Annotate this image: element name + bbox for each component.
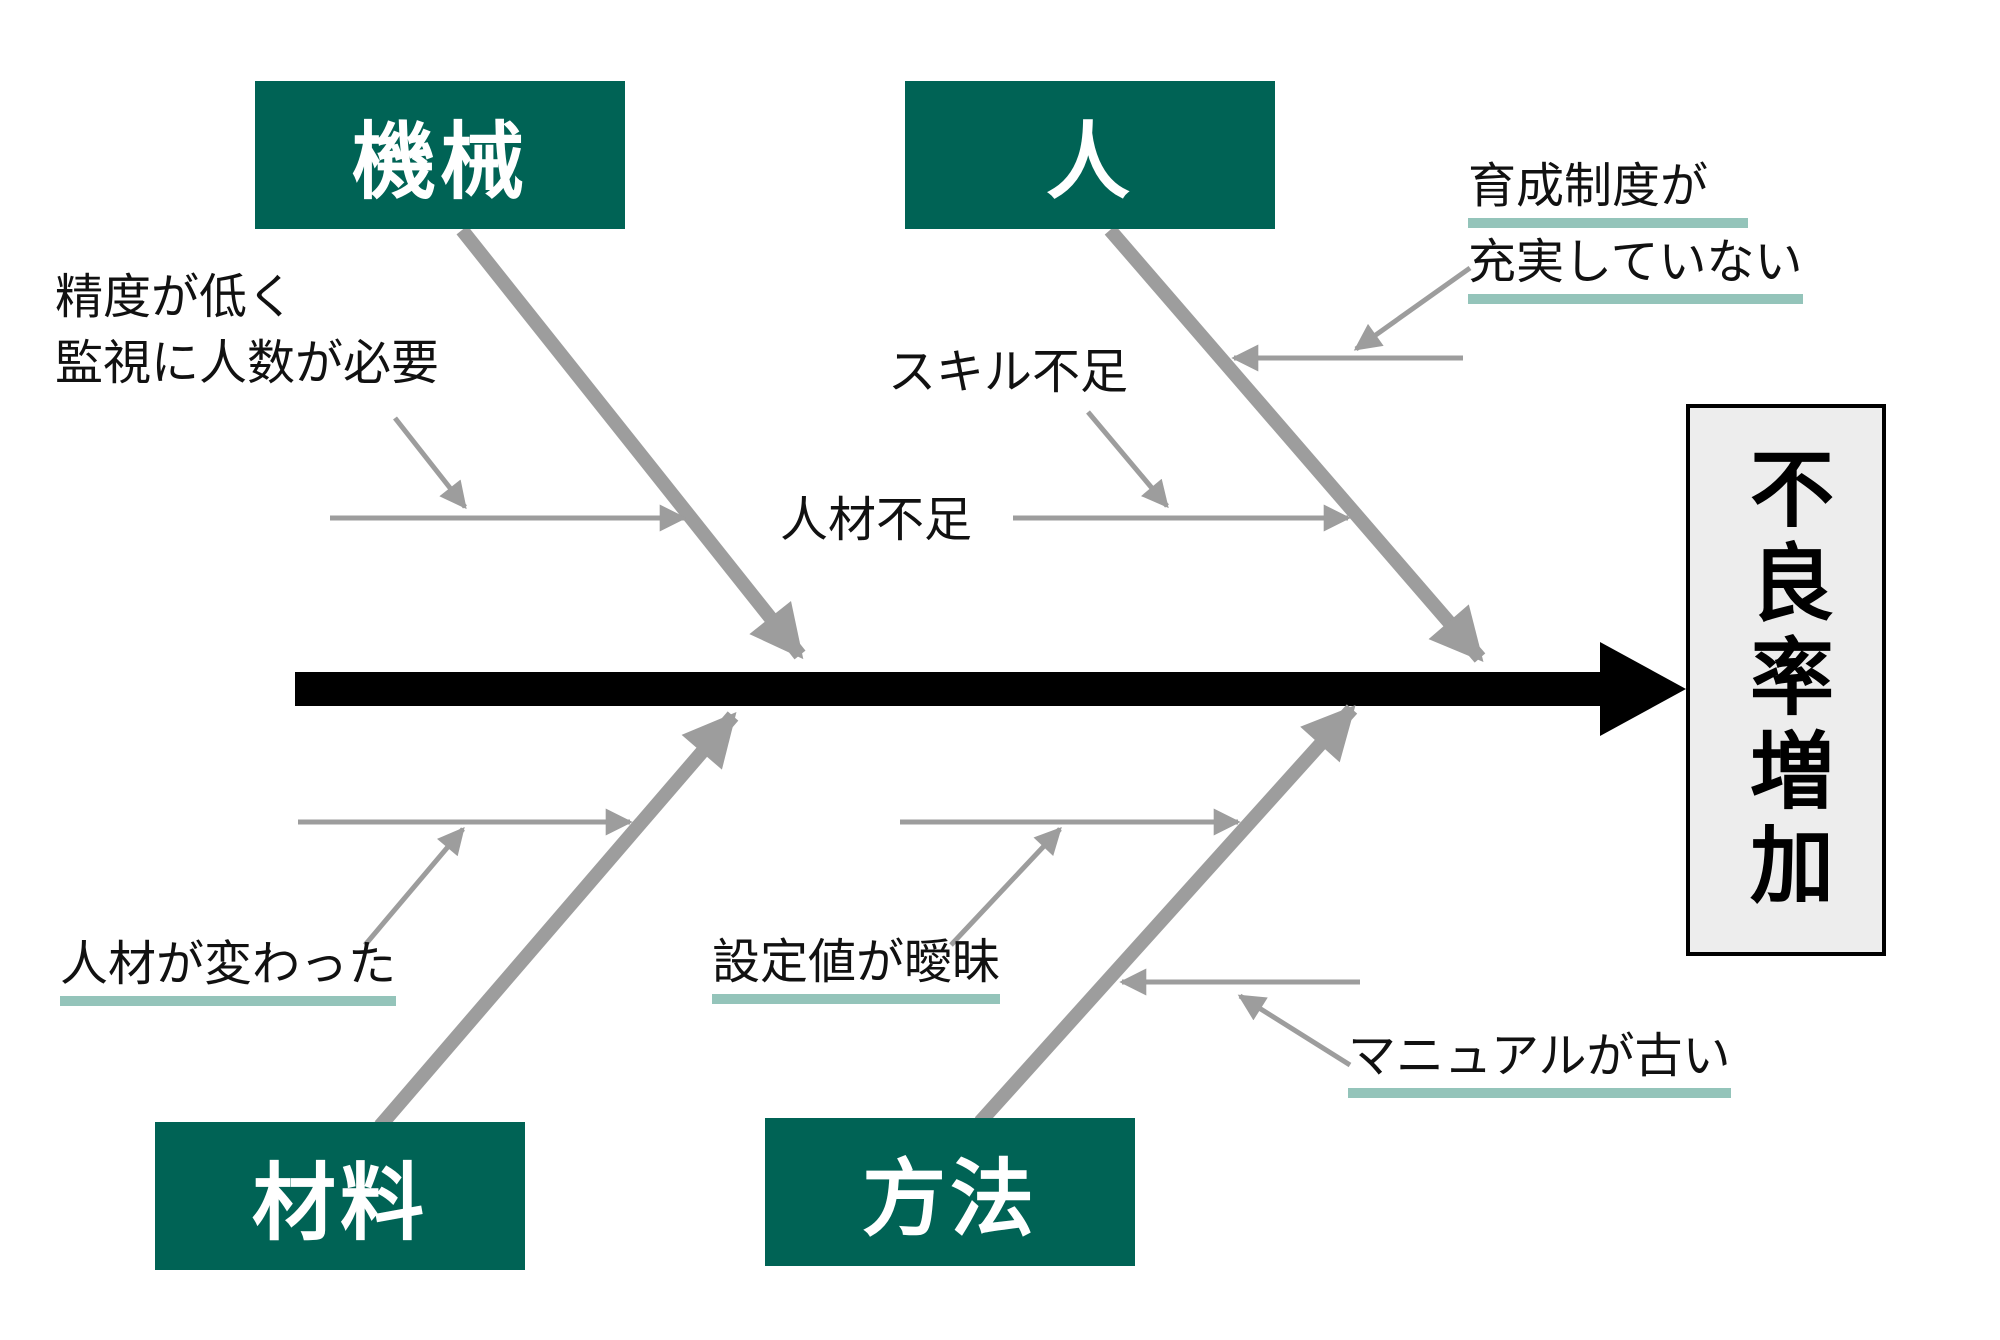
training-pointer-arrow — [1353, 265, 1472, 352]
machine-bone — [456, 225, 806, 660]
category-box-person: 人 — [905, 81, 1275, 229]
spine-arrowhead — [1600, 642, 1686, 736]
cause-personnel-shortage: 人材不足 — [780, 488, 972, 554]
machine-cause-pointer-arrow — [393, 416, 467, 510]
person-bone — [1104, 225, 1486, 663]
cause-manual-old: マニュアルが古い — [1348, 1030, 1731, 1106]
cause-line-underlined: マニュアルが古い — [1348, 1030, 1731, 1098]
cause-line-underlined: 充実していない — [1468, 236, 1803, 304]
personnel-changed-pointer-arrow — [363, 826, 465, 947]
cause-line-underlined: 設定値が曖昧 — [712, 936, 1001, 1004]
setting-pointer-arrow — [949, 827, 1062, 947]
cause-line: 精度が低く — [55, 271, 296, 324]
category-label-person: 人 — [1045, 114, 1134, 209]
cause-line-underlined: 人材が変わった — [60, 938, 397, 1006]
category-box-material: 材料 — [155, 1122, 525, 1270]
cause-line-underlined: 育成制度が — [1468, 160, 1749, 228]
cause-personnel-changed: 人材が変わった — [60, 938, 397, 1014]
category-label-machine: 機械 — [351, 114, 528, 209]
method-bone — [974, 704, 1358, 1127]
cause-skill-shortage: スキル不足 — [888, 340, 1128, 406]
material-bone — [374, 711, 739, 1131]
category-label-material: 材料 — [251, 1155, 428, 1250]
skill-shortage-pointer-arrow — [1086, 410, 1169, 509]
category-box-method: 方法 — [765, 1118, 1135, 1266]
effect-box: 不良率増加 — [1686, 404, 1886, 956]
cause-line: スキル不足 — [888, 346, 1129, 399]
manual-pointer-arrow — [1237, 993, 1352, 1068]
effect-label: 不良率増加 — [1738, 445, 1833, 915]
category-label-method: 方法 — [861, 1151, 1038, 1246]
cause-training-system: 育成制度が 充実していない — [1468, 160, 1803, 312]
category-box-machine: 機械 — [255, 81, 625, 229]
spine-line — [295, 672, 1605, 706]
cause-line: 人材不足 — [780, 494, 973, 547]
cause-line: 監視に人数が必要 — [55, 337, 440, 390]
cause-setting-ambiguous: 設定値が曖昧 — [712, 936, 1001, 1012]
cause-machine-precision: 精度が低く 監視に人数が必要 — [55, 265, 439, 397]
